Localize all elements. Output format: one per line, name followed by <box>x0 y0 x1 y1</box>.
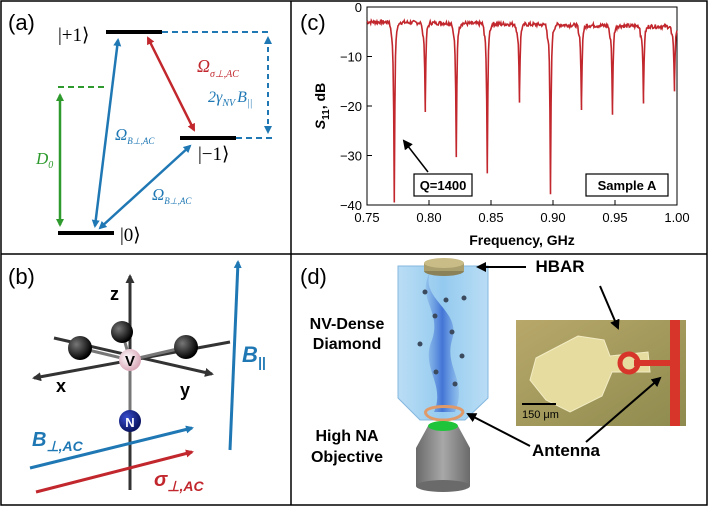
antenna-arrow-right <box>585 376 662 443</box>
objective-body <box>416 448 470 486</box>
x-tick-label: 1.00 <box>664 210 689 225</box>
s11-trace <box>366 18 678 203</box>
panel-c: (c) 0.75 0.80 0.85 0.90 0.95 1.00 0 −10 −20 −30 −4… <box>300 0 690 248</box>
panel-a-tag: (a) <box>8 10 35 35</box>
carbon-atom <box>111 321 133 343</box>
b-parallel-label: B|| <box>242 342 266 370</box>
y-axis-title: S11, dB <box>312 83 332 129</box>
b-perp-ac-arrow <box>29 425 194 470</box>
omega-b-lower-arrow <box>98 144 192 230</box>
z-axis-label: z <box>110 284 119 304</box>
level-minus1-label: |−1⟩ <box>198 144 229 165</box>
hbar-label: HBAR <box>535 257 584 276</box>
objective-cone <box>416 426 470 448</box>
b-parallel-arrow <box>228 260 242 451</box>
hbar-disc-top <box>424 258 464 268</box>
panel-b-tag: (b) <box>8 264 35 289</box>
omega-b-lower-label: ΩB⊥,AC <box>152 185 192 206</box>
panel-c-tag: (c) <box>300 10 326 35</box>
y-tick-label: 0 <box>355 0 362 15</box>
diamond-label-line2: Diamond <box>313 336 381 353</box>
panel-d-tag: (d) <box>300 264 327 289</box>
x-tick-label: 0.80 <box>416 210 441 225</box>
antenna-loop <box>424 405 465 422</box>
hbar-inset-arrow <box>599 285 620 330</box>
diamond-label-line1: NV-Dense <box>310 316 385 333</box>
q-annotation-arrow <box>402 139 429 173</box>
d0-label: D0 <box>35 149 53 171</box>
objective-base <box>416 480 470 492</box>
y-tick-label: −10 <box>340 50 362 65</box>
x-tick-label: 0.95 <box>602 210 627 225</box>
carbon-atom <box>68 336 92 360</box>
x-tick-label: 0.85 <box>478 210 503 225</box>
carbon-atom <box>174 335 198 359</box>
nv-centers <box>417 289 467 387</box>
scale-bar-label: 150 μm <box>522 409 559 421</box>
x-axis-label: x <box>56 376 66 396</box>
objective-label-line1: High NA <box>315 428 379 445</box>
omega-sigma-arrow <box>146 36 196 132</box>
y-tick-label: −20 <box>340 99 362 114</box>
objective-lens <box>428 421 458 431</box>
panel-d: (d) NV-Dense Diamond High NA Objective H… <box>300 257 686 492</box>
sample-label: Sample A <box>598 178 657 193</box>
y-tick-label: −30 <box>340 149 362 164</box>
omega-sigma-label: Ωσ⊥,AC <box>197 56 239 80</box>
y-axis-label: y <box>180 380 190 400</box>
plot-ticks: 0.75 0.80 0.85 0.90 0.95 1.00 0 −10 −20 −30 −40 <box>340 0 690 225</box>
sigma-perp-ac-label: σ⊥,AC <box>154 469 204 494</box>
sample-label-box <box>585 173 669 197</box>
x-tick-label: 0.75 <box>354 210 379 225</box>
omega-b-upper-label: ΩB⊥,AC <box>115 125 155 146</box>
b-perp-ac-label: B⊥,AC <box>32 429 84 454</box>
antenna-ring <box>617 351 641 375</box>
antenna-arrow-left <box>466 413 531 447</box>
laser-beam <box>425 272 459 412</box>
q-annotation-label: Q=1400 <box>420 178 467 193</box>
antenna-trace <box>670 320 680 426</box>
antenna-label: Antenna <box>532 441 601 460</box>
nitrogen-atom <box>119 410 141 432</box>
x-axis-title: Frequency, GHz <box>469 232 575 248</box>
nitrogen-label: N <box>125 415 134 430</box>
antenna-feed <box>634 360 670 366</box>
y-tick-label: −40 <box>340 198 362 213</box>
sigma-perp-ac-arrow <box>35 449 194 494</box>
level-plus1-label: |+1⟩ <box>58 25 89 46</box>
vacancy-label: V <box>125 353 135 370</box>
x-tick-label: 0.90 <box>540 210 565 225</box>
vacancy-site <box>119 349 141 371</box>
objective-label-line2: Objective <box>311 449 383 466</box>
q-annotation-box <box>413 173 473 197</box>
panel-b: (b) z x y V N B⊥,AC σ⊥,AC B|| <box>8 260 266 494</box>
level-zero-label: |0⟩ <box>120 225 141 246</box>
